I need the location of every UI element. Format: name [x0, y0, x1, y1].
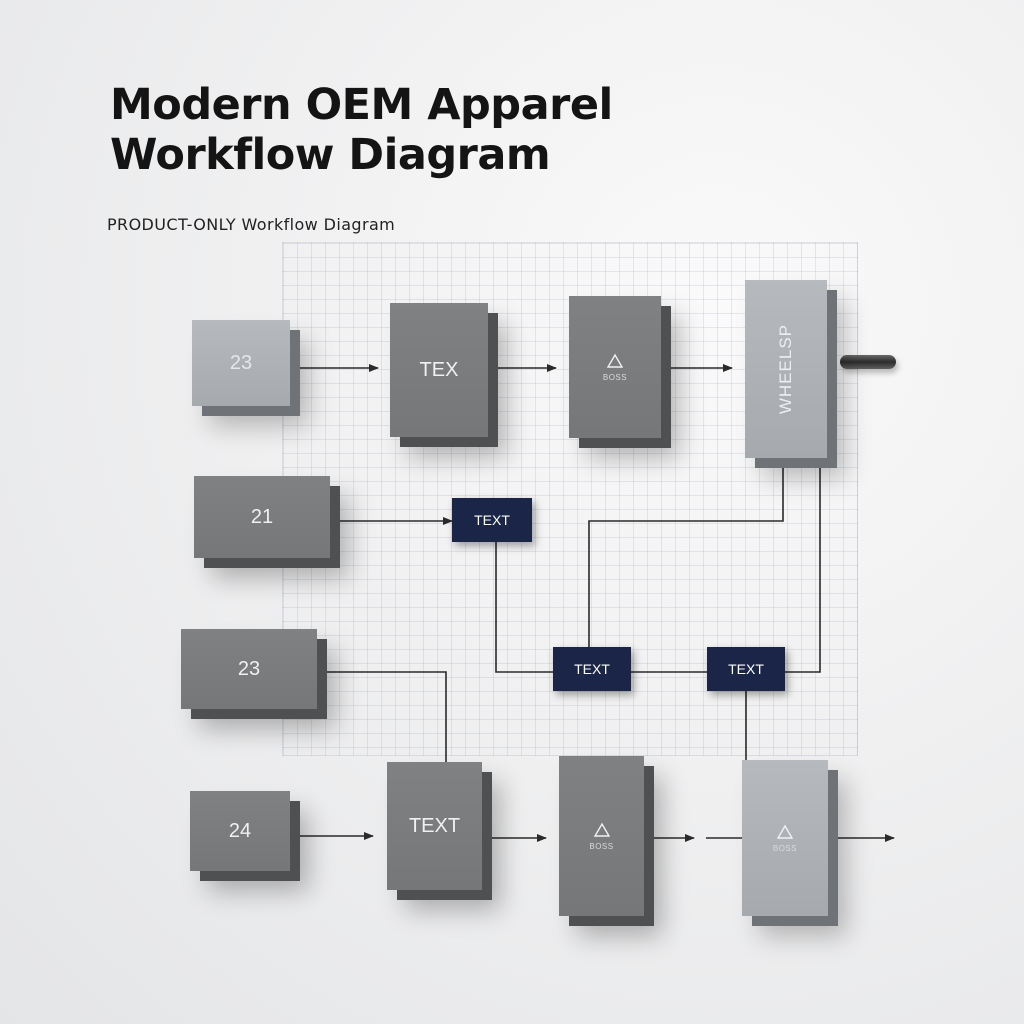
node-label: 23 — [229, 351, 253, 374]
node-r2c2[interactable]: TEXT — [452, 498, 532, 542]
node-label: TEX — [419, 358, 459, 381]
node-r1c1[interactable]: 23 — [192, 320, 290, 406]
node-label: 23 — [237, 657, 261, 680]
node-r3c3[interactable]: TEXT — [707, 647, 785, 691]
node-sublabel: BOSS — [772, 843, 798, 853]
triangle-icon — [607, 353, 623, 368]
node-r4c2[interactable]: TEXT — [387, 762, 482, 890]
line-r1c4-to-r3c2 — [588, 458, 784, 647]
title-line-1: Modern OEM Apparel — [110, 80, 613, 130]
title-line-2: Workflow Diagram — [110, 130, 551, 180]
node-sublabel: BOSS — [602, 372, 628, 382]
node-r4c1[interactable]: 24 — [190, 791, 290, 871]
node-r4c4[interactable]: BOSS — [742, 760, 828, 916]
node-r2c1[interactable]: 21 — [194, 476, 330, 558]
node-label: TEXT — [408, 814, 461, 837]
node-r3c1[interactable]: 23 — [181, 629, 317, 709]
node-r3c2[interactable]: TEXT — [553, 647, 631, 691]
node-r1c4[interactable]: WHEELSP — [745, 280, 827, 458]
node-label: TEXT — [574, 661, 610, 677]
page-subtitle: PRODUCT-ONLY Workflow Diagram — [107, 215, 396, 234]
triangle-icon — [593, 822, 610, 837]
triangle-icon — [777, 824, 793, 839]
node-r1c2[interactable]: TEX — [390, 303, 488, 437]
node-r4c3[interactable]: BOSS — [559, 756, 644, 916]
page-title: Modern OEM Apparel Workflow Diagram — [110, 80, 613, 180]
node-label: 24 — [228, 819, 252, 842]
node-r1c3[interactable]: BOSS — [569, 296, 661, 438]
node-label: 21 — [250, 505, 274, 528]
node-label: TEXT — [474, 512, 510, 528]
node-label-vertical: WHEELSP — [776, 323, 795, 415]
connector-plug-icon — [840, 355, 896, 369]
line-r3-down — [316, 671, 447, 762]
node-label: TEXT — [728, 661, 764, 677]
line-r2-down — [495, 542, 553, 673]
line-r1c4-to-r3c3 — [785, 458, 821, 673]
node-sublabel: BOSS — [589, 841, 614, 851]
